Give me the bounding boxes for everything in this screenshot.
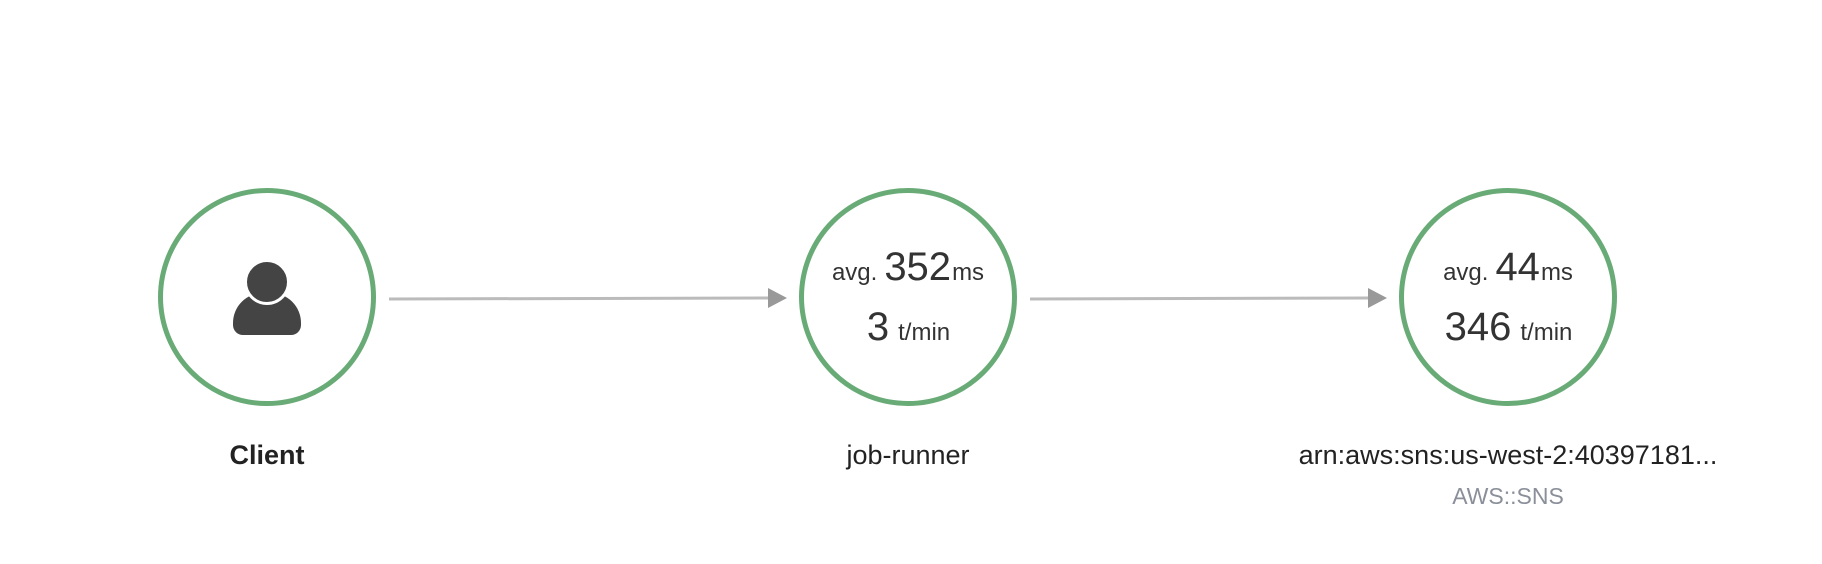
arrowhead-icon — [768, 288, 787, 308]
throughput-unit: t/min — [898, 319, 951, 346]
client-node[interactable] — [158, 188, 376, 406]
edge-job-runner-to-sns[interactable] — [1029, 288, 1387, 308]
avg-prefix: avg. — [831, 259, 878, 286]
person-icon — [232, 259, 302, 335]
throughput-value: 3 — [866, 305, 890, 349]
throughput-value: 346 — [1444, 305, 1512, 349]
throughput: 346 t/min — [1444, 307, 1573, 347]
person-icon-head — [244, 259, 290, 305]
job-runner-node[interactable]: avg. 352 ms 3 t/min — [799, 188, 1017, 406]
edge-line — [388, 296, 771, 301]
avg-latency-value: 352 — [884, 245, 952, 289]
arrowhead-icon — [1368, 288, 1387, 308]
sns-topic-type-label: AWS::SNS — [1452, 483, 1564, 509]
sns-topic-node[interactable]: avg. 44 ms 346 t/min — [1399, 188, 1617, 406]
avg-latency-unit: ms — [952, 259, 985, 286]
avg-latency: avg. 352 ms — [832, 247, 984, 287]
avg-prefix: avg. — [1443, 259, 1489, 286]
edge-client-to-job-runner[interactable] — [388, 288, 787, 308]
throughput: 3 t/min — [866, 307, 950, 347]
client-node-label[interactable]: Client — [229, 440, 305, 470]
throughput-unit: t/min — [1520, 319, 1573, 346]
avg-latency: avg. 44 ms — [1443, 247, 1573, 287]
sns-topic-node-label[interactable]: arn:aws:sns:us-west-2:40397181... — [1298, 440, 1718, 470]
job-runner-node-label[interactable]: job-runner — [846, 440, 970, 470]
avg-latency-unit: ms — [1540, 259, 1573, 286]
avg-latency-value: 44 — [1495, 245, 1540, 289]
edge-line — [1029, 296, 1371, 301]
